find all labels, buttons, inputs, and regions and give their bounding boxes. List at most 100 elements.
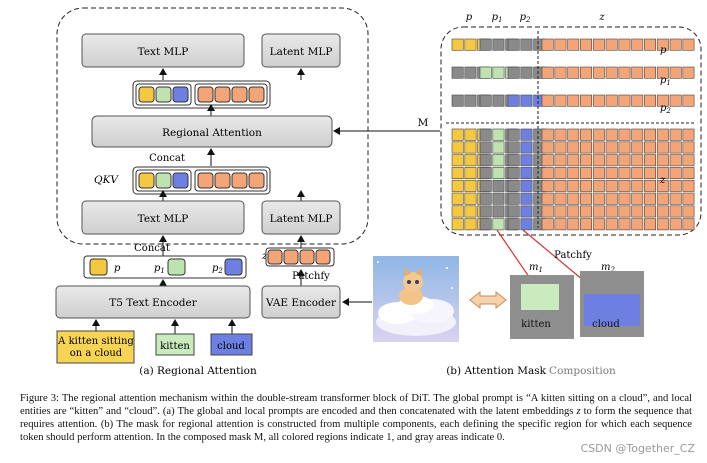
dit-block-outline [56,7,369,245]
mask-cell [479,94,492,107]
m2-text: cloud [592,319,620,330]
mask-cell [507,38,520,51]
mask-cell [520,66,533,79]
qkv-latent-token [197,172,214,189]
mask-cell [605,141,618,154]
mask-col-header: p2 [520,12,531,24]
latent-z-token [299,249,315,265]
mask-cell [451,192,464,205]
qkv-text-token [138,172,155,189]
mask-cell [592,66,605,79]
mask-cell [644,66,657,79]
mask-cell [644,179,657,192]
prompt-kitten-box [155,333,195,356]
mask-cell [682,218,695,231]
mask-cell [492,167,505,179]
m2-label: m2 [601,262,615,274]
mask-cell [520,205,533,218]
caption-part-1: Figure 3: The regional attention mechani… [20,393,692,417]
subtitle-a: (a) Regional Attention [139,365,257,377]
mask-cell [631,94,644,107]
latent-mlp-top-label: Latent MLP [270,46,333,58]
text-mlp-bottom-label: Text MLP [138,213,189,225]
mask-cell [464,192,477,205]
mask-cell [567,66,580,79]
latent-z-token [283,249,299,265]
latent-mlp-top-box [261,33,341,68]
embed-cloud-token [224,258,243,276]
prompt-cloud-box [210,333,253,356]
mask-matrix-outline [440,26,702,236]
mask-cell [631,205,644,218]
mask-cell [669,128,682,141]
mask-row-header: p2 [660,103,671,115]
mask-cell [605,128,618,141]
mask-cell [464,94,477,107]
mask-cell [541,205,554,218]
mask-col-header: p1 [492,12,503,24]
mask-cell [451,154,464,167]
prompt-global-box [56,330,135,364]
mask-row-header: p1 [660,75,671,87]
mask-cell [592,128,605,141]
mask-cell [479,192,492,205]
mask-cell [567,218,580,231]
mask-cell [520,192,533,205]
attn-out-text-token [138,86,155,103]
mask-cell [580,205,593,218]
vae-encoder-label: VAE Encoder [265,297,337,309]
mask-cell [644,167,657,179]
concat-top-label: Concat [149,153,185,164]
mask-cell [567,154,580,167]
mask-cell [479,218,492,231]
mask-cell [541,141,554,154]
mask-cell [567,167,580,179]
mask-cell [669,218,682,231]
mask-cell [580,218,593,231]
mask-cell [451,66,464,79]
mask-cell [554,167,567,179]
mask-cell [464,167,477,179]
mask-cell [618,66,631,79]
mask-cell [479,128,492,141]
mask-cell [631,218,644,231]
mask-cell [520,218,533,231]
mask-cell [554,94,567,107]
mask-cell [669,192,682,205]
mask-cell [464,128,477,141]
mask-cell [656,128,669,141]
figure-diagram: Text MLP Latent MLP Regional Attention M… [55,7,702,377]
mask-cell [682,192,695,205]
mask-cell [580,128,593,141]
mask-cell [464,66,477,79]
mask-cell [631,192,644,205]
mask-cell [507,154,520,167]
mask-cell [451,179,464,192]
mask-cell [567,179,580,192]
attn-out-text-token [172,86,189,103]
mask-cell [479,179,492,192]
mask-cell [451,205,464,218]
caption-z: z [576,406,581,417]
mask-cell [541,179,554,192]
mask-cell [492,141,505,154]
latent-z-label: z [261,250,268,262]
m1-label: m1 [529,262,543,274]
embed-kitten-token [167,258,186,276]
mask-cell [631,141,644,154]
m1-text: kitten [521,319,551,330]
mask-row-header: p [660,45,667,56]
mask-cell [605,179,618,192]
mask-cell [656,154,669,167]
mask-cell [644,205,657,218]
mask-cell [541,167,554,179]
mask-cell [567,128,580,141]
mask-cell [656,179,669,192]
mask-cell [479,38,492,51]
mask-cell [605,218,618,231]
mask-cell [631,167,644,179]
mask-cell [682,205,695,218]
mask-cell [464,154,477,167]
mask-cell [541,128,554,141]
attention-output-tokens [132,80,271,109]
